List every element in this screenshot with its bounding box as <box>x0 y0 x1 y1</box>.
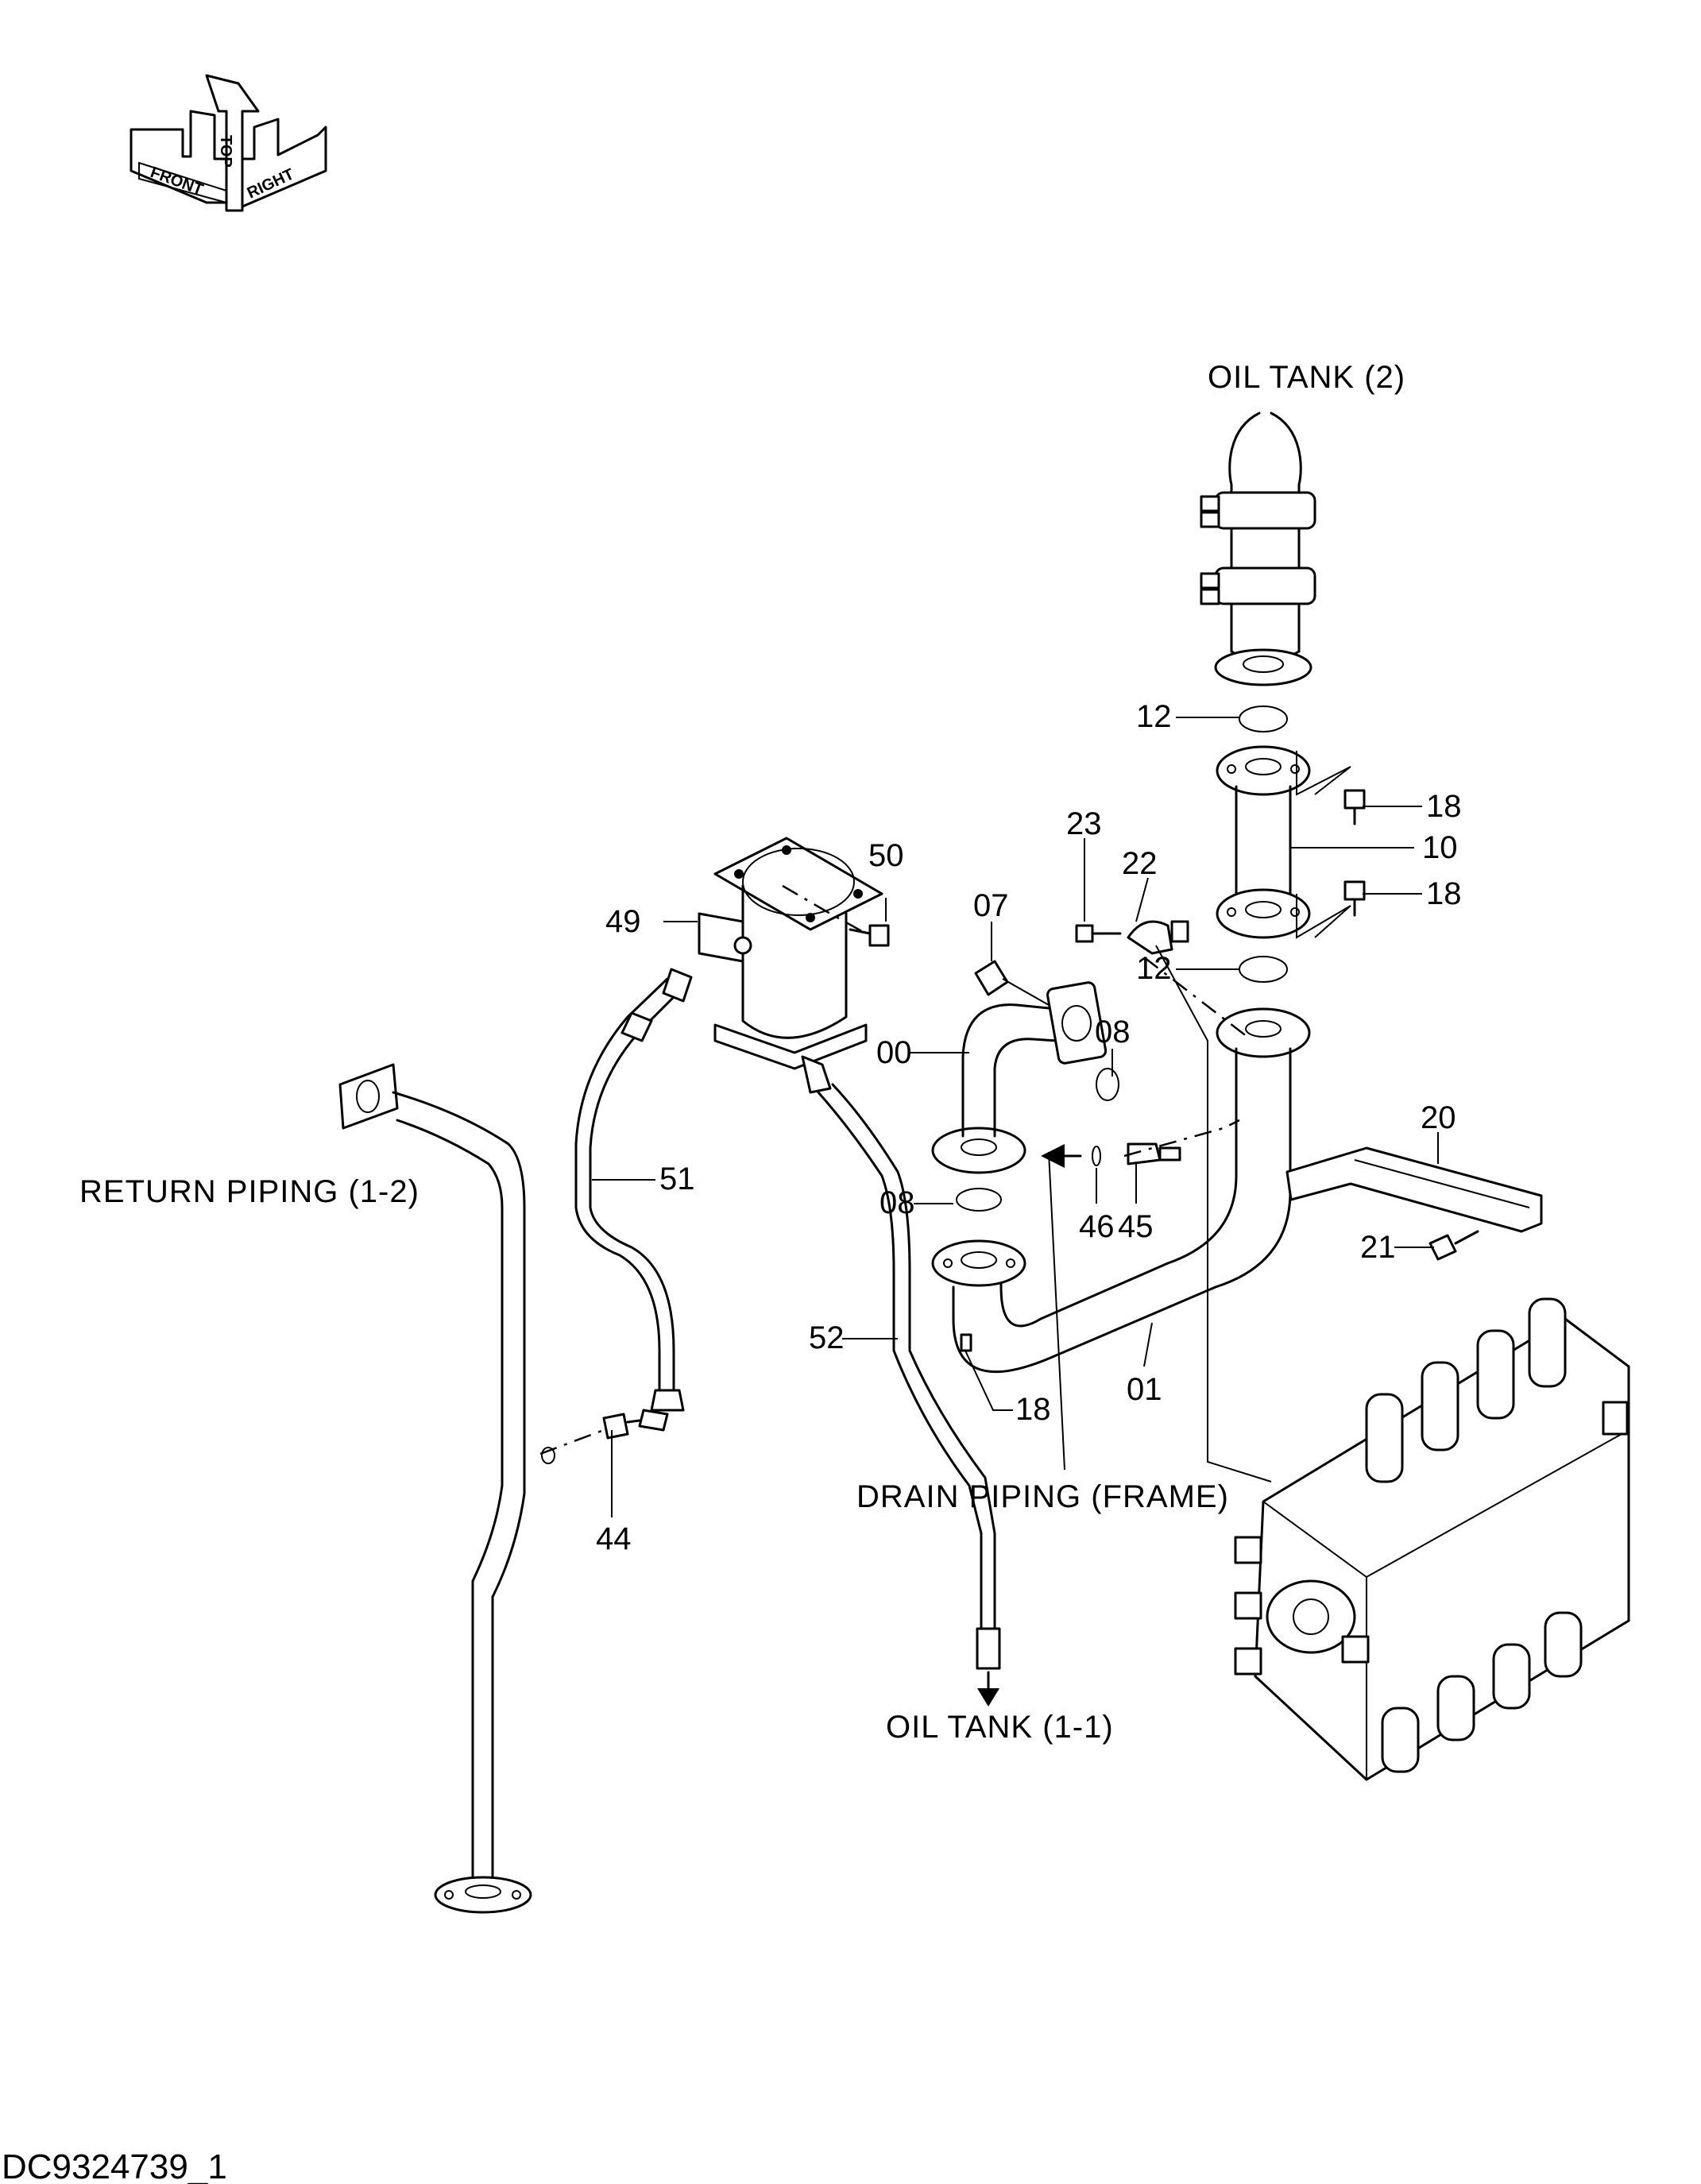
o-ring-12-upper <box>1239 705 1288 733</box>
callout-46: 46 <box>1079 1209 1115 1244</box>
callout-00: 00 <box>876 1035 912 1070</box>
callout-20: 20 <box>1421 1100 1456 1135</box>
clamp-and-stay <box>1075 920 1543 1261</box>
callout-50: 50 <box>868 838 904 873</box>
compass-top-label: TOP <box>217 135 234 168</box>
oil-tank-2-caption: OIL TANK (2) <box>1208 360 1405 395</box>
hose-51 <box>539 968 693 1455</box>
fittings-45-46 <box>1041 1119 1240 1168</box>
pipe-10-assembly <box>1216 705 1366 983</box>
callout-52: 52 <box>809 1320 845 1355</box>
return-piping-caption: RETURN PIPING (1-2) <box>79 1174 419 1209</box>
return-piping <box>338 1063 555 1914</box>
callout-22: 22 <box>1122 846 1158 881</box>
callout-23: 23 <box>1066 806 1102 841</box>
callout-21: 21 <box>1360 1230 1396 1265</box>
callout-18: 18 <box>1015 1392 1051 1427</box>
callout-18: 18 <box>1426 876 1462 911</box>
callout-49: 49 <box>605 904 641 939</box>
callout-18: 18 <box>1426 789 1462 824</box>
orientation-compass: FRONT TOP RIGHT <box>130 74 327 212</box>
diagram-code: DC9324739_1 <box>2 2147 227 2184</box>
pipe-01 <box>931 1007 1311 1374</box>
callout-08: 08 <box>879 1185 915 1220</box>
o-ring-12-lower <box>1239 956 1288 983</box>
callout-08: 08 <box>1095 1015 1131 1049</box>
part-callouts: 12 18 10 18 12 23 22 50 49 07 08 00 20 5… <box>596 699 1462 1556</box>
hose-52 <box>801 1055 1001 1707</box>
control-valve <box>1234 1297 1630 1781</box>
callout-12: 12 <box>1136 699 1172 734</box>
callout-10: 10 <box>1422 830 1458 865</box>
drain-piping-caption: DRAIN PIPING (FRAME) <box>856 1479 1229 1514</box>
callout-12: 12 <box>1136 951 1172 986</box>
callout-44: 44 <box>596 1521 632 1556</box>
callout-45: 45 <box>1118 1209 1154 1244</box>
o-ring-08-lower <box>956 1188 1002 1212</box>
callout-51: 51 <box>659 1162 695 1196</box>
leader-lines <box>592 717 1439 1517</box>
callout-07: 07 <box>973 888 1009 923</box>
callout-01: 01 <box>1127 1372 1162 1407</box>
filter-assembly <box>698 837 890 1070</box>
elbow-00 <box>931 960 1119 1212</box>
valve-spools <box>1365 1297 1583 1773</box>
oil-tank-hose <box>1200 412 1316 686</box>
oil-tank-1-1-caption: OIL TANK (1-1) <box>886 1710 1114 1745</box>
o-ring-08-upper <box>1096 1068 1119 1101</box>
